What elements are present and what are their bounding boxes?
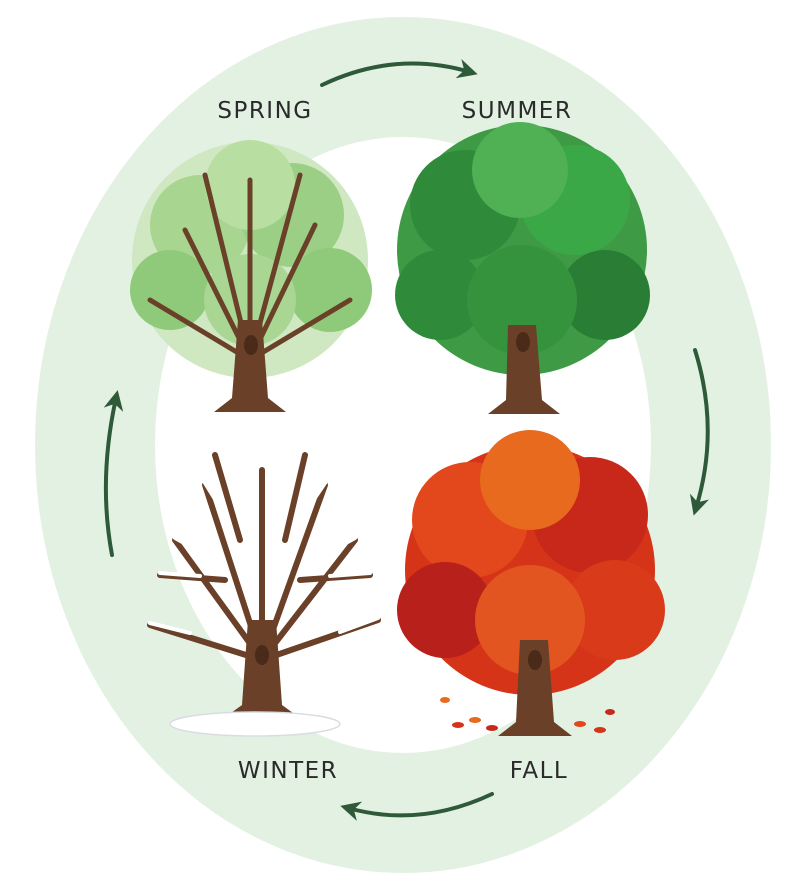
snow-mound xyxy=(169,711,341,737)
fall-tree xyxy=(397,430,665,736)
winter-tree xyxy=(147,452,381,737)
label-winter: WINTER xyxy=(237,758,339,784)
arrow-summer-to-fall xyxy=(689,348,710,516)
arrow-winter-to-spring xyxy=(103,390,124,557)
fall-knot xyxy=(528,650,542,670)
cycle-ring xyxy=(35,17,771,873)
fall-canopy xyxy=(397,430,665,695)
spring-knot xyxy=(244,335,258,355)
fall-trunk xyxy=(498,640,572,736)
winter-knot xyxy=(255,645,269,665)
spring-trunk xyxy=(214,320,286,412)
fallen-leaves xyxy=(440,697,615,733)
summer-knot xyxy=(516,332,530,352)
label-summer: SUMMER xyxy=(461,98,573,124)
spring-tree xyxy=(130,140,372,412)
summer-canopy xyxy=(395,122,650,375)
summer-trunk xyxy=(488,325,560,414)
winter-snow-on-branches xyxy=(148,481,380,635)
spring-branches xyxy=(147,172,353,363)
arrow-fall-to-winter xyxy=(340,792,494,821)
winter-trunk xyxy=(224,620,300,718)
label-fall: FALL xyxy=(509,758,569,784)
summer-tree xyxy=(395,122,650,414)
label-spring: SPRING xyxy=(217,98,313,124)
arrow-spring-to-summer xyxy=(320,59,478,87)
